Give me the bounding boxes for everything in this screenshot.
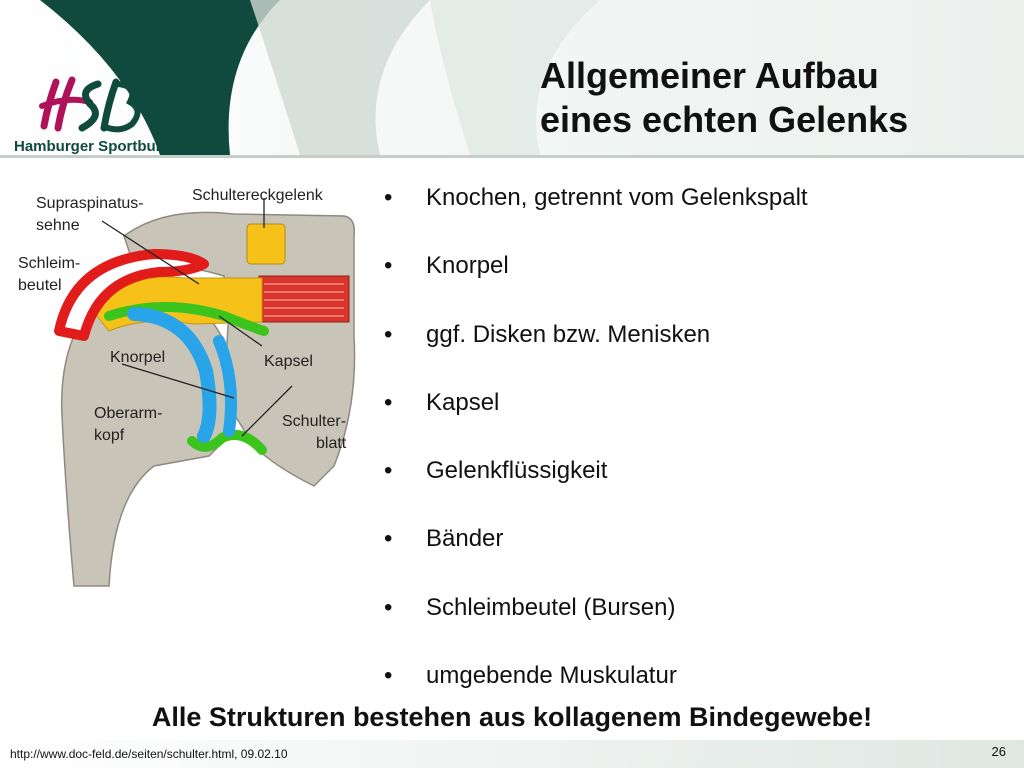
bullet-icon: • — [384, 184, 393, 211]
label-supraspinatus-line-1: Supraspinatus- — [36, 195, 144, 212]
bullet-text: Bänder — [426, 525, 504, 553]
footer-decoration — [0, 740, 1024, 768]
label-supraspinatus-line-2: sehne — [36, 217, 80, 234]
page-number: 26 — [991, 744, 1006, 759]
bullet-item: • Schleimbeutel (Bursen) — [384, 590, 1004, 658]
bullet-icon: • — [384, 593, 393, 621]
bullet-text: ggf. Disken bzw. Menisken — [426, 320, 711, 348]
bullet-item: • Kapsel — [384, 385, 1004, 453]
ac-joint — [246, 223, 286, 265]
label-knorpel: Knorpel — [110, 349, 166, 366]
joint-capsule-lower — [187, 430, 267, 455]
bursa — [54, 249, 209, 341]
bullet-icon: • — [384, 662, 393, 690]
bullet-item: • Knochen, getrennt vom Gelenkspalt — [384, 180, 1004, 248]
shoulder-joint-diagram: Supraspinatus- sehne Schultereckgelenk S… — [14, 166, 364, 601]
bullet-item: • Gelenkflüssigkeit — [384, 453, 1004, 521]
label-schleimbeutel-line-1: Schleim- — [18, 255, 81, 272]
bullet-text: Schleimbeutel (Bursen) — [426, 593, 676, 621]
label-oberarmkopf-line-1: Oberarm- — [94, 405, 163, 422]
bullet-icon: • — [384, 320, 393, 348]
bullet-item: • Knorpel — [384, 248, 1004, 316]
source-citation: http://www.doc-feld.de/seiten/schulter.h… — [10, 747, 288, 761]
bullet-icon: • — [384, 252, 393, 280]
label-schulterblatt-line-1: Schulter- — [282, 413, 347, 430]
slide-title-line-2: eines echten Gelenks — [540, 99, 909, 140]
label-kapsel: Kapsel — [264, 353, 313, 370]
label-schultereckgelenk: Schultereckgelenk — [192, 187, 323, 204]
bullet-item: • Bänder — [384, 521, 1004, 589]
bullet-text: Gelenkflüssigkeit — [426, 457, 608, 485]
structure-bullet-list: • Knochen, getrennt vom Gelenkspalt • Knor… — [384, 180, 1004, 726]
slide-title: Allgemeiner Aufbau eines echten Gelenks — [540, 54, 1010, 142]
bullet-text: Kapsel — [426, 388, 500, 416]
bullet-icon: • — [384, 457, 393, 485]
hsb-logo: Hamburger Sportbund — [8, 74, 188, 162]
bullet-text: umgebende Muskulatur — [426, 662, 677, 690]
bullet-text: Knorpel — [426, 252, 509, 280]
label-oberarmkopf-line-2: kopf — [94, 427, 125, 444]
summary-statement: Alle Strukturen bestehen aus kollagenem … — [151, 702, 873, 732]
slide-title-line-1: Allgemeiner Aufbau — [540, 55, 879, 96]
muscle — [258, 275, 350, 323]
shoulder-joint-illustration — [54, 198, 356, 587]
hsb-logo-mark-icon — [39, 76, 141, 133]
header-decoration — [0, 0, 1024, 160]
label-schleimbeutel-line-2: beutel — [18, 277, 62, 294]
cartilage — [127, 307, 217, 443]
label-schulterblatt-line-2: blatt — [316, 435, 347, 452]
bullet-item: • umgebende Muskulatur — [384, 658, 1004, 726]
bullet-icon: • — [384, 388, 393, 416]
cartilage-glenoid — [213, 335, 238, 437]
logo-text: Hamburger Sportbund — [14, 138, 174, 155]
bullet-item: • ggf. Disken bzw. Menisken — [384, 317, 1004, 385]
bullet-icon: • — [384, 525, 393, 553]
bullet-text: Knochen, getrennt vom Gelenkspalt — [426, 184, 808, 211]
